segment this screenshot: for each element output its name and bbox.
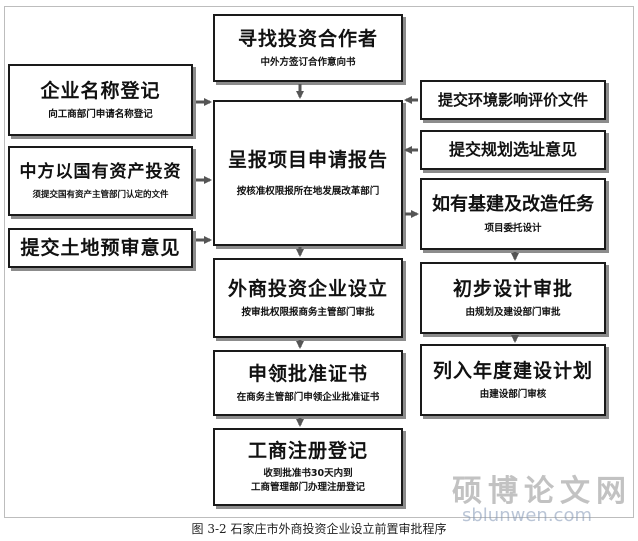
node-subtitle: 按审批权限报商务主管部门审批	[241, 306, 375, 318]
node-subtitle: 由建设部门审核	[479, 388, 547, 400]
node-construction-task: 如有基建及改造任务 项目委托设计	[420, 178, 606, 250]
node-subtitle: 项目委托设计	[484, 222, 542, 234]
node-subtitle: 收到批准书30天内到	[263, 468, 353, 479]
node-subtitle: 须提交国有资产主管部门认定的文件	[32, 189, 169, 200]
node-name-registration: 企业名称登记 向工商部门申请名称登记	[8, 64, 193, 136]
node-subtitle: 中外方签订合作意向书	[260, 56, 356, 68]
node-title: 中方以国有资产投资	[19, 161, 182, 182]
node-title: 提交规划选址意见	[448, 140, 577, 159]
node-title: 列入年度建设计划	[432, 359, 593, 382]
node-title: 初步设计审批	[452, 277, 573, 300]
node-subtitle-2: 工商管理部门办理注册登记	[250, 482, 365, 493]
node-enterprise-setup: 外商投资企业设立 按审批权限报商务主管部门审批	[213, 258, 403, 338]
node-submit-report: 呈报项目申请报告 按核准权限报所在地发展改革部门	[213, 100, 403, 246]
figure-caption: 图 3-2 石家庄市外商投资企业设立前置审批程序	[191, 522, 447, 536]
node-land-opinion: 提交土地预审意见	[8, 228, 193, 268]
node-subtitle: 在商务主管部门申领企业批准证书	[236, 391, 380, 403]
node-title: 企业名称登记	[40, 79, 161, 102]
node-subtitle: 由规划及建设部门审批	[465, 306, 561, 318]
node-title: 呈报项目申请报告	[227, 148, 388, 171]
node-title: 如有基建及改造任务	[432, 193, 594, 215]
node-env-assessment: 提交环境影响评价文件	[420, 80, 606, 120]
node-planning-opinion: 提交规划选址意见	[420, 130, 606, 170]
node-subtitle: 按核准权限报所在地发展改革部门	[236, 185, 380, 197]
node-title: 工商注册登记	[247, 440, 368, 462]
node-subtitle: 向工商部门申请名称登记	[48, 108, 153, 120]
node-title: 外商投资企业设立	[227, 277, 388, 300]
node-title: 寻找投资合作者	[237, 27, 378, 50]
node-business-registration: 工商注册登记 收到批准书30天内到 工商管理部门办理注册登记	[213, 428, 403, 506]
watermark-cn: 硕博论文网	[452, 474, 632, 509]
node-title: 申领批准证书	[247, 362, 368, 385]
node-find-investor: 寻找投资合作者 中外方签订合作意向书	[213, 14, 403, 82]
node-approval-certificate: 申领批准证书 在商务主管部门申领企业批准证书	[213, 350, 403, 416]
watermark-en: sblunwen.com	[462, 505, 592, 526]
node-preliminary-design: 初步设计审批 由规划及建设部门审批	[420, 262, 606, 334]
node-state-assets: 中方以国有资产投资 须提交国有资产主管部门认定的文件	[8, 146, 193, 216]
node-title: 提交环境影响评价文件	[437, 91, 588, 109]
node-annual-plan: 列入年度建设计划 由建设部门审核	[420, 344, 606, 416]
node-title: 提交土地预审意见	[20, 237, 181, 259]
